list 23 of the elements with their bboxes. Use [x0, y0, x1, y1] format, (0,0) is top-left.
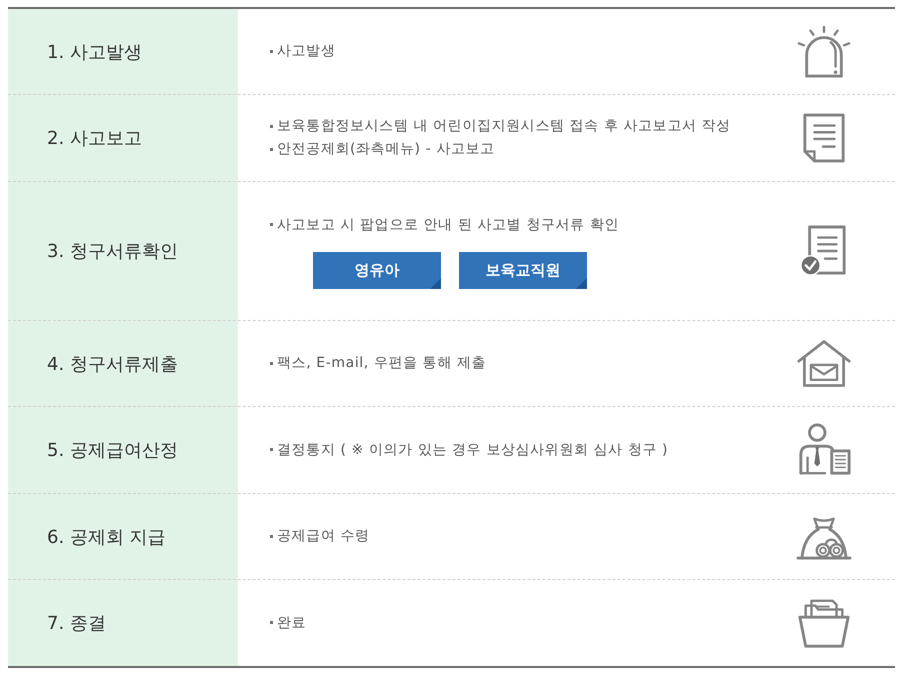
category-button: 영유아 [313, 252, 441, 288]
step-description: 팩스, E-mail, 우편을 통해 제출 [270, 352, 486, 375]
step-description: 보육통합정보시스템 내 어린이집지원시스템 접속 후 사고보고서 작성 [270, 115, 731, 138]
step-description: 사고발생 [270, 40, 336, 63]
step-description: 공제급여 수령 [270, 525, 370, 548]
step-title: 2. 사고보고 [47, 127, 142, 150]
step-title: 7. 종결 [47, 612, 106, 635]
step-row [8, 9, 895, 95]
step-title: 3. 청구서류확인 [47, 240, 178, 263]
category-button: 보육교직원 [459, 252, 587, 288]
step-row [8, 321, 895, 407]
step-description: 완료 [270, 612, 306, 634]
step-title: 6. 공제회 지급 [47, 526, 166, 548]
step-description: 안전공제회(좌측메뉴) - 사고보고 [270, 138, 495, 161]
step-row [8, 182, 895, 321]
step-description: 결정통지 ( ※ 이의가 있는 경우 보상심사위원회 심사 청구 ) [270, 438, 668, 462]
step-row [8, 494, 895, 580]
step-title: 5. 공제급여산정 [47, 439, 178, 462]
step-description: 사고보고 시 팝업으로 안내 된 사고별 청구서류 확인 [270, 214, 619, 236]
step-row [8, 407, 895, 494]
step-row [8, 95, 895, 182]
step-title: 1. 사고발생 [47, 40, 142, 64]
step-title: 4. 청구서류제출 [47, 352, 178, 376]
